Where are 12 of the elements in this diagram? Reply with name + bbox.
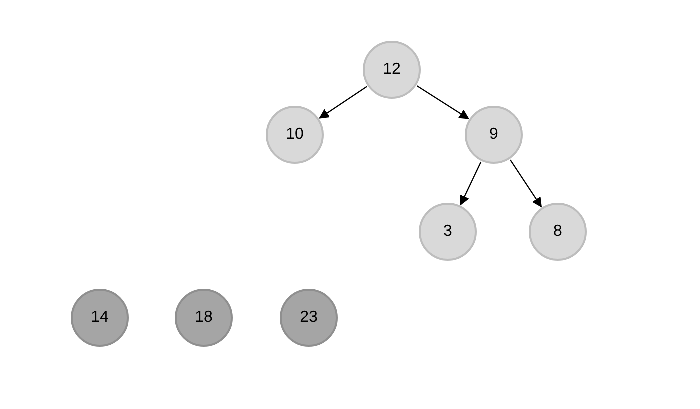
arrow <box>416 86 470 120</box>
arrow <box>510 160 542 208</box>
node-value: 9 <box>490 126 498 144</box>
node-value: 10 <box>286 126 304 144</box>
node-value: 18 <box>195 309 213 327</box>
node-value: 3 <box>444 223 452 241</box>
node-value: 14 <box>91 309 109 327</box>
arrow <box>319 86 368 119</box>
arrow <box>460 162 482 206</box>
node-value: 12 <box>383 61 401 79</box>
node-value: 8 <box>554 223 562 241</box>
node-value: 23 <box>300 309 318 327</box>
